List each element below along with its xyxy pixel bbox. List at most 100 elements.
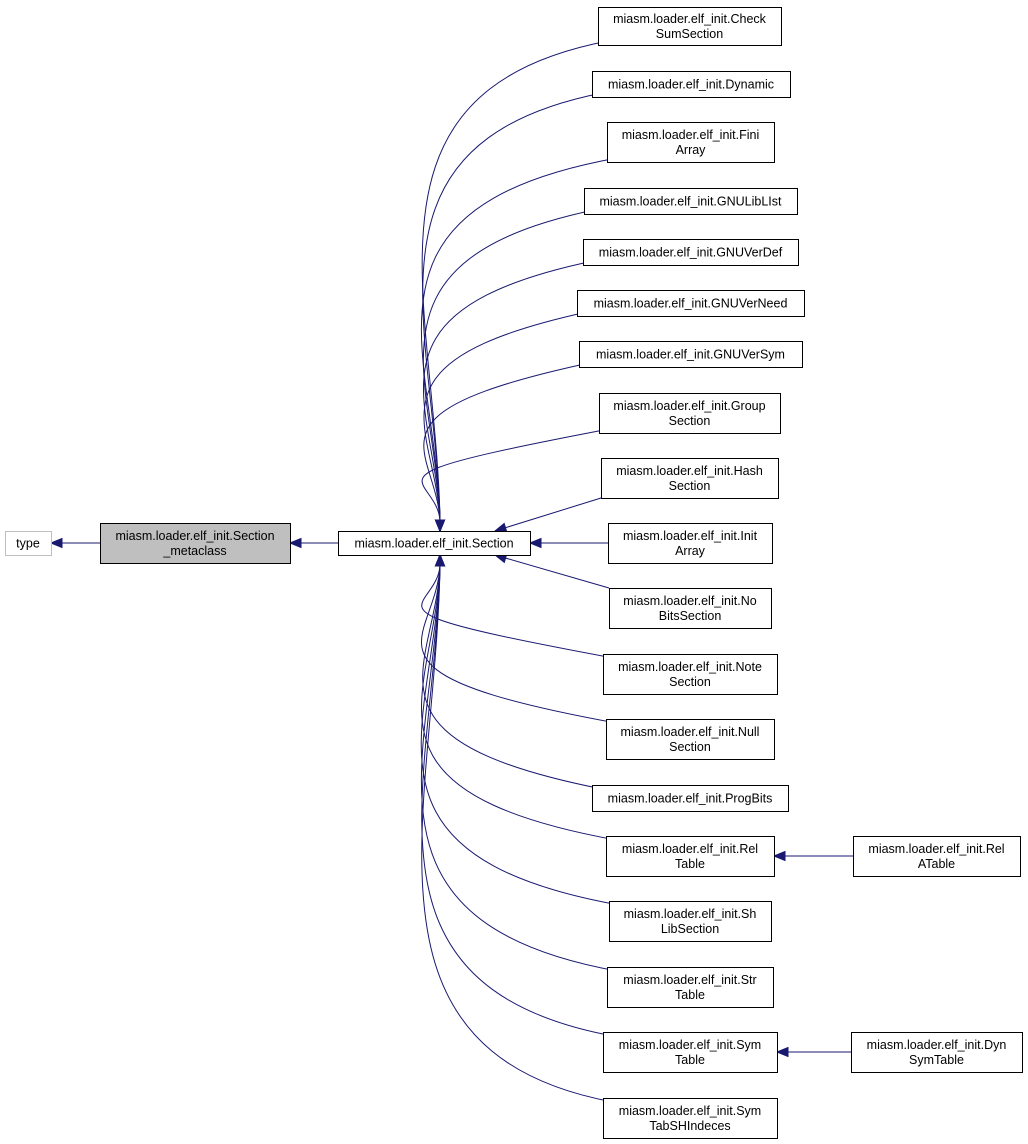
edge-line xyxy=(421,40,609,521)
node-progbits[interactable]: miasm.loader.elf_init.ProgBits xyxy=(592,785,789,812)
edge-section_metaclass-to-type xyxy=(49,537,100,549)
edge-arrowhead xyxy=(288,537,302,549)
edge-line xyxy=(420,157,618,521)
edge-dynamic-to-section xyxy=(422,92,603,533)
edge-line xyxy=(422,92,603,521)
node-dynamic[interactable]: miasm.loader.elf_init.Dynamic xyxy=(592,71,791,98)
node-label-line: miasm.loader.elf_init.Dynamic xyxy=(608,78,774,92)
node-label-line: miasm.loader.elf_init.Init xyxy=(623,529,758,543)
node-section[interactable]: miasm.loader.elf_init.Section xyxy=(338,531,531,556)
node-label-line: Section xyxy=(669,675,711,689)
node-label-line: miasm.loader.elf_init.Sym xyxy=(619,1038,761,1052)
node-box xyxy=(603,1098,778,1139)
node-box xyxy=(603,1032,778,1073)
node-label-line: Array xyxy=(675,544,706,558)
edge-section-to-section_metaclass xyxy=(288,537,338,549)
node-label-line: Table xyxy=(675,1053,705,1067)
node-box xyxy=(609,901,772,942)
edge-initarray-to-section xyxy=(528,537,608,549)
node-box xyxy=(606,836,775,877)
edge-arrowhead xyxy=(772,850,786,862)
node-label-line: miasm.loader.elf_init.ProgBits xyxy=(608,792,773,806)
node-label-line: Section xyxy=(669,414,711,428)
edge-line xyxy=(421,565,614,1103)
node-box xyxy=(100,523,291,564)
node-box xyxy=(607,967,774,1008)
node-label-line: Table xyxy=(675,857,705,871)
edge-arrowhead xyxy=(775,1046,789,1058)
node-type: type xyxy=(5,531,52,556)
node-box xyxy=(606,719,775,760)
node-box xyxy=(851,1032,1023,1073)
edge-line xyxy=(421,428,610,521)
node-label-line: miasm.loader.elf_init.Note xyxy=(618,660,762,674)
node-box xyxy=(592,785,789,812)
node-label-line: miasm.loader.elf_init.Check xyxy=(613,12,767,26)
edge-relatable-to-reltable xyxy=(772,850,853,862)
edge-line xyxy=(421,565,614,659)
node-box xyxy=(603,654,778,695)
node-label-line: miasm.loader.elf_init.GNULibLIst xyxy=(599,195,782,209)
node-label-line: miasm.loader.elf_init.Null xyxy=(621,725,760,739)
node-box xyxy=(609,588,772,629)
edge-line xyxy=(422,209,595,521)
edge-line xyxy=(421,565,614,1037)
edge-shlibsection-to-section xyxy=(420,553,620,906)
edge-line xyxy=(494,554,610,589)
node-label-line: ATable xyxy=(918,857,955,871)
edge-notesection-to-section xyxy=(421,553,614,659)
node-box xyxy=(579,341,803,368)
node-gnuverneed[interactable]: miasm.loader.elf_init.GNUVerNeed xyxy=(577,290,805,317)
node-label-line: miasm.loader.elf_init.Group xyxy=(613,399,765,413)
node-label-line: miasm.loader.elf_init.Hash xyxy=(616,464,763,478)
node-box xyxy=(599,393,781,434)
edge-gnuverneed-to-section xyxy=(423,311,588,533)
node-box xyxy=(607,122,775,163)
edge-line xyxy=(422,260,594,521)
node-label-line: miasm.loader.elf_init.Sh xyxy=(624,907,757,921)
node-gnuliblist[interactable]: miasm.loader.elf_init.GNULibLIst xyxy=(584,188,798,215)
node-box xyxy=(583,239,799,266)
node-label-line: miasm.loader.elf_init.Str xyxy=(623,973,756,987)
edge-arrowhead xyxy=(493,522,508,533)
node-label-line: LibSection xyxy=(661,922,719,936)
node-symtable[interactable]: miasm.loader.elf_init.SymTable xyxy=(603,1032,778,1073)
edge-gnuverdef-to-section xyxy=(422,260,594,533)
node-label-line: SymTable xyxy=(909,1053,964,1067)
edge-arrowhead xyxy=(434,553,446,567)
node-box xyxy=(592,71,791,98)
edge-hashsection-to-section xyxy=(493,497,602,533)
edge-line xyxy=(420,565,617,724)
edge-checksumsection-to-section xyxy=(421,40,609,533)
node-gnuverdef[interactable]: miasm.loader.elf_init.GNUVerDef xyxy=(583,239,799,266)
node-box xyxy=(608,523,773,564)
edge-line xyxy=(423,311,588,521)
node-label-line: miasm.loader.elf_init.Dyn xyxy=(867,1038,1007,1052)
edge-strtable-to-section xyxy=(420,553,618,972)
node-label-line: type xyxy=(16,537,40,551)
node-gnuversym[interactable]: miasm.loader.elf_init.GNUVerSym xyxy=(579,341,803,368)
edge-dynsymtable-to-symtable xyxy=(775,1046,851,1058)
node-label-line: Table xyxy=(675,988,705,1002)
edge-line xyxy=(494,497,602,532)
node-box xyxy=(577,290,805,317)
node-box xyxy=(853,836,1021,877)
edge-symtabshindeces-to-section xyxy=(421,553,614,1103)
edge-reltable-to-section xyxy=(420,553,617,841)
node-label-line: BitsSection xyxy=(659,609,722,623)
